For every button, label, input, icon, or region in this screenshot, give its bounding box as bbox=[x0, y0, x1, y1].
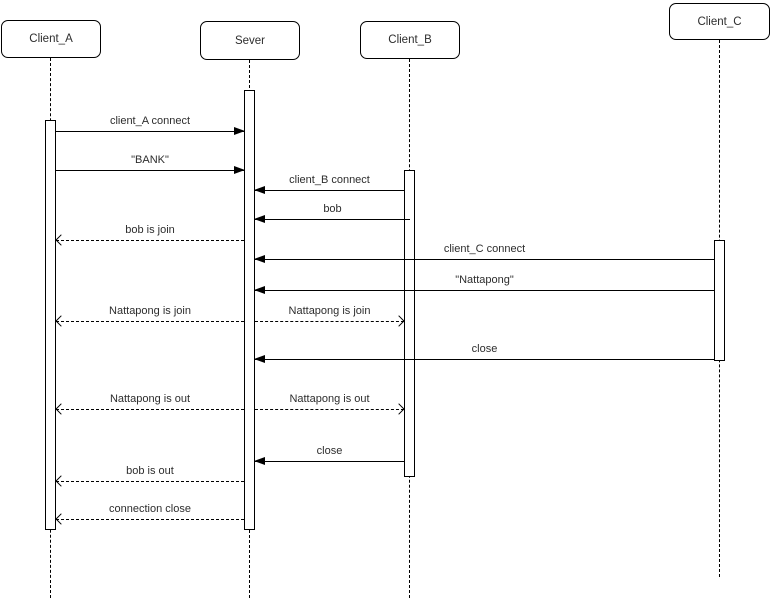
message-label: "Nattapong" bbox=[455, 274, 514, 286]
message-label: client_C connect bbox=[443, 243, 526, 255]
arrowhead bbox=[234, 166, 245, 174]
message-line bbox=[255, 190, 404, 191]
message-label: Nattapong is out bbox=[289, 393, 370, 405]
message-label: bob bbox=[323, 203, 342, 215]
message-label: client_B connect bbox=[289, 174, 370, 186]
message-line bbox=[56, 321, 244, 322]
message-line bbox=[56, 170, 244, 171]
message-line bbox=[255, 259, 714, 260]
activation-bar-client-c bbox=[714, 240, 725, 361]
message-label: connection close bbox=[109, 503, 191, 515]
activation-bar-client-a bbox=[45, 120, 56, 530]
message-label: Nattapong is join bbox=[109, 305, 191, 317]
participant-client-c: Client_C bbox=[669, 3, 770, 40]
arrowhead bbox=[254, 186, 265, 194]
message-line bbox=[56, 481, 244, 482]
message-label: bob is join bbox=[125, 224, 175, 236]
participant-label: Client_C bbox=[697, 15, 742, 28]
message-line bbox=[255, 219, 410, 220]
message-label: "BANK" bbox=[131, 154, 169, 166]
message-label: close bbox=[471, 343, 498, 355]
arrowhead bbox=[55, 234, 67, 246]
arrowhead bbox=[55, 315, 67, 327]
message-line bbox=[56, 131, 244, 132]
message-line bbox=[255, 461, 404, 462]
message-label: Nattapong is join bbox=[288, 305, 371, 317]
arrowhead bbox=[393, 315, 405, 327]
arrowhead bbox=[254, 355, 265, 363]
arrowhead bbox=[55, 513, 67, 525]
participant-client-a: Client_A bbox=[1, 20, 101, 58]
arrowhead bbox=[393, 403, 405, 415]
arrowhead bbox=[254, 255, 265, 263]
message-line bbox=[255, 321, 404, 322]
arrowhead bbox=[234, 127, 245, 135]
participant-label: Client_B bbox=[388, 34, 432, 46]
arrowhead bbox=[254, 286, 265, 294]
message-line bbox=[255, 359, 714, 360]
arrowhead bbox=[55, 475, 67, 487]
activation-bar-client-b bbox=[404, 170, 415, 477]
participant-label: Client_A bbox=[29, 33, 73, 45]
message-line bbox=[255, 290, 714, 291]
participant-client-b: Client_B bbox=[360, 21, 460, 59]
participant-label: Sever bbox=[234, 34, 266, 47]
arrowhead bbox=[254, 215, 265, 223]
arrowhead bbox=[254, 457, 265, 465]
activation-bar-sever bbox=[244, 90, 255, 530]
participant-sever: Sever bbox=[200, 21, 300, 60]
message-line bbox=[255, 409, 404, 410]
message-label: Nattapong is out bbox=[109, 393, 191, 405]
arrowhead bbox=[55, 403, 67, 415]
message-label: close bbox=[316, 445, 343, 457]
message-line bbox=[56, 519, 244, 520]
message-label: client_A connect bbox=[109, 115, 191, 127]
message-line bbox=[56, 409, 244, 410]
message-label: bob is out bbox=[126, 465, 174, 477]
message-line bbox=[56, 240, 244, 241]
